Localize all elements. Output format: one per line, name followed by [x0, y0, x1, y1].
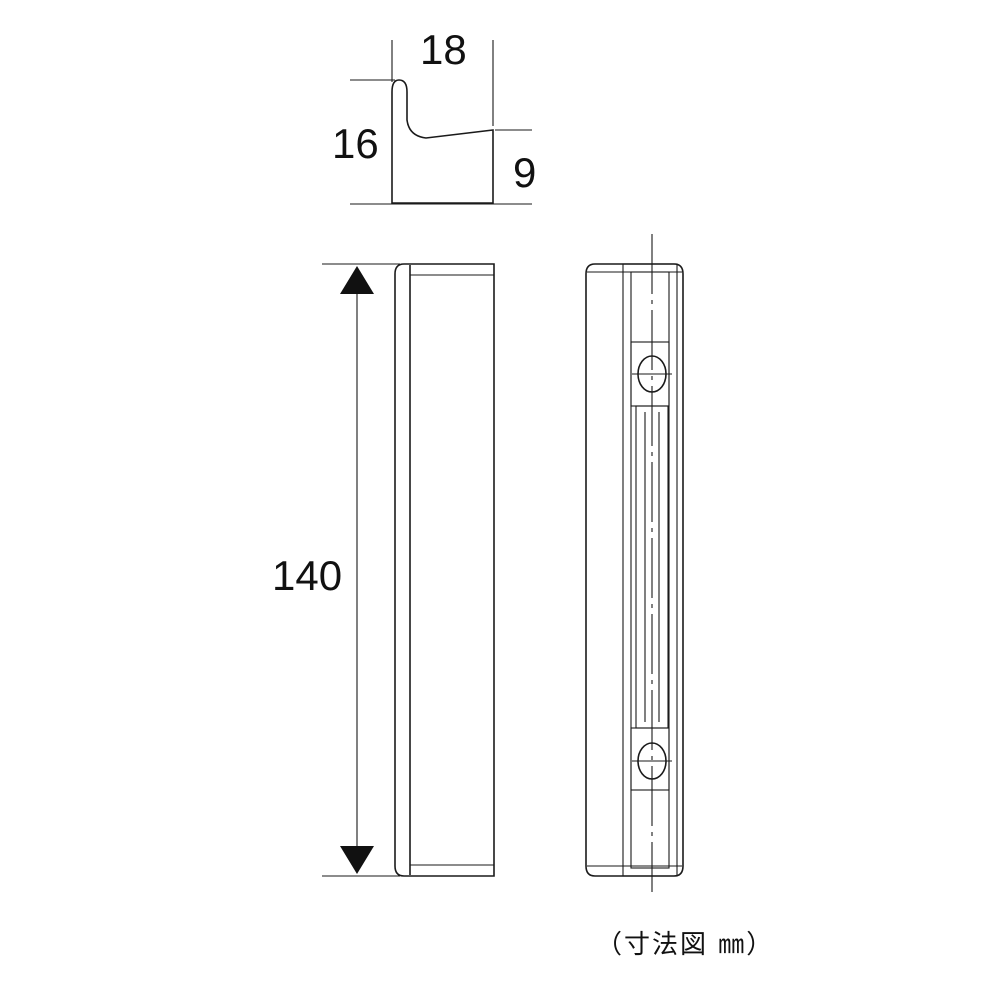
arrow-up-icon [340, 266, 374, 294]
mounting-channel-outer [622, 263, 678, 877]
dimension-width-label: 18 [420, 26, 467, 73]
mounting-channel-inner [630, 271, 670, 869]
hook-profile-outline [391, 79, 494, 204]
dimension-height-label: 16 [332, 120, 379, 167]
lower-hole-block [630, 727, 670, 791]
dimension-length-label: 140 [272, 552, 342, 599]
dimension-depth-label: 9 [513, 149, 536, 196]
front-outline [394, 263, 495, 877]
units-caption: （寸法図 ㎜） [596, 930, 775, 960]
back-view [585, 234, 684, 892]
front-view: 140 [272, 263, 495, 877]
arrow-down-icon [340, 846, 374, 874]
side-profile-view: 18 16 9 [332, 26, 536, 205]
